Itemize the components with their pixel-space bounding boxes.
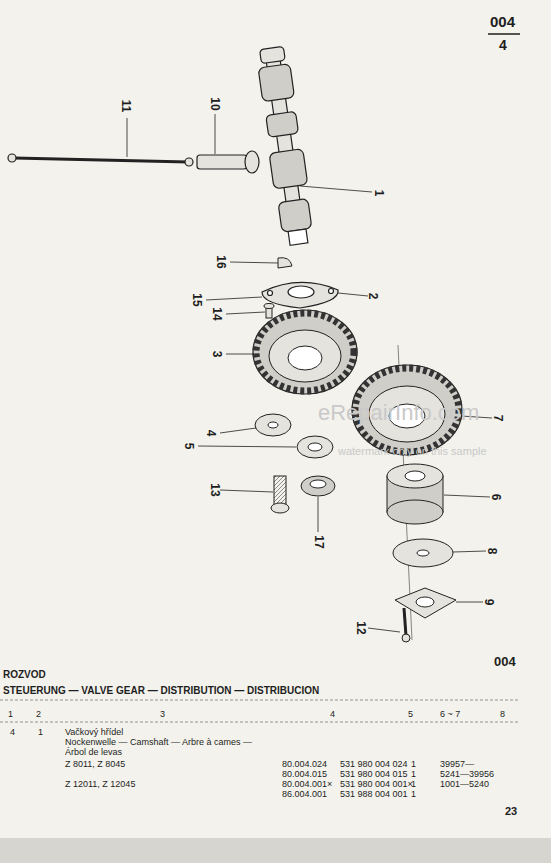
table-cell: 1 [411,790,416,799]
callout-number: 7 [492,415,504,422]
callout-number: 11 [120,100,132,113]
thrust-plate [262,282,338,308]
table-cell: 4 [10,728,15,737]
table-rule [0,722,520,723]
table-cell: 80.004.015 [282,770,327,779]
table-cell: 80.004.001× [282,780,332,789]
push-rod [8,154,193,166]
table-cell: Nockenwelle — Camshaft — Arbre à cames — [65,738,252,747]
column-header: 5 [408,710,413,719]
callout-number: 12 [355,621,367,634]
table-cell: 531 980 004 001× [340,780,413,789]
washer [255,414,291,436]
table-cell: Vačkový hřídel [65,728,123,737]
table-rule [0,700,520,701]
callout-number: 9 [483,599,495,606]
callout-number: 1 [373,190,385,197]
table-cell: Z 12011, Z 12045 [65,780,135,789]
section-number: 004 [490,14,515,29]
page-number: 23 [505,806,517,817]
table-cell: 1 [411,770,416,779]
page-edge [0,838,551,863]
table-cell: 86.004.001 [282,790,327,799]
column-header: 8 [500,710,505,719]
callout-number: 15 [191,293,203,306]
table-cell: 1 [411,760,416,769]
column-header: 3 [160,710,165,719]
column-header: 4 [330,710,335,719]
woodruff-key [278,258,292,268]
leader-lines [127,114,492,632]
callout-number: 13 [209,483,221,496]
bolt [271,476,289,513]
table-cell: 531 988 004 001 [340,790,408,799]
table-cell: 1 [411,780,416,789]
table-cell: 531 980 004 015 [340,770,408,779]
watermark: eRepairInfo.com [318,402,479,424]
table-cell: 531 980 004 024 [340,760,408,769]
callout-number: 3 [211,351,223,358]
thrust-disc [393,539,453,567]
watermark: watermark only on this sample [338,446,487,457]
column-header: 1 [8,710,13,719]
screw [264,304,274,319]
callout-number: 16 [215,255,227,268]
lock-washer [297,436,333,458]
camshaft [255,46,316,247]
section-title: STEUERUNG — VALVE GEAR — DISTRIBUTION — … [3,686,319,696]
callout-number: 8 [486,548,498,555]
column-header: 2 [36,710,41,719]
camshaft-gear [253,310,357,394]
callout-number: 2 [367,293,379,300]
callout-number: 4 [205,430,217,437]
tappet [197,151,259,173]
table-cell: 5241—39956 [440,770,494,779]
table-cell: 80.004.024 [282,760,327,769]
section-title: ROZVOD [3,670,46,680]
callout-number: 6 [490,494,502,501]
table-cell: 1 [38,728,43,737]
callout-number: 10 [209,97,221,110]
nut [301,476,335,496]
header-rule [488,33,520,35]
section-number: 004 [494,655,516,668]
table-cell: 39957— [440,760,474,769]
page-fraction: 4 [499,38,507,52]
callout-number: 5 [183,443,195,450]
table-cell: 1001—5240 [440,780,489,789]
bolt [402,608,410,642]
callout-number: 14 [211,307,223,320]
table-cell: Árbol de levas [65,748,122,757]
gear-hub [387,464,443,524]
callout-number: 17 [313,535,325,548]
column-header: 6 ~ 7 [440,710,460,719]
table-cell: Z 8011, Z 8045 [65,760,125,769]
